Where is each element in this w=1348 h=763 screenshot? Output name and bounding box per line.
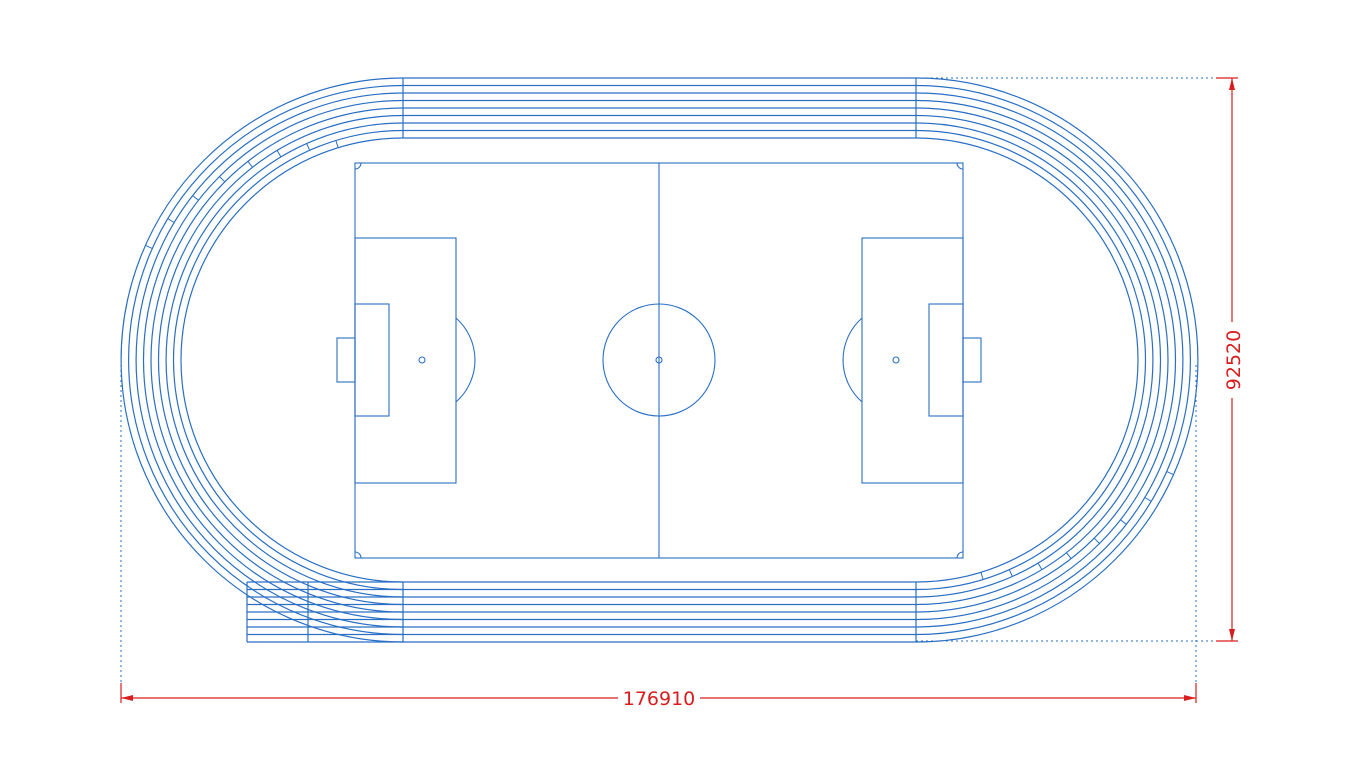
stagger-mark [192, 195, 199, 201]
stagger-mark [306, 143, 311, 151]
corner-arc-br [956, 551, 964, 559]
right-goal-area [928, 303, 964, 417]
stagger-mark [219, 176, 226, 183]
right-goal [962, 337, 982, 383]
stagger-mark [167, 218, 175, 223]
stagger-mark [1037, 562, 1043, 570]
center-circle [602, 303, 716, 417]
stagger-mark [1008, 569, 1013, 577]
stagger-mark [335, 140, 339, 148]
corner-arc-bl [354, 551, 362, 559]
stagger-mark [1066, 552, 1072, 559]
corner-arc-tr [956, 162, 964, 170]
stagger-mark [980, 572, 984, 580]
left-goal-area [354, 303, 390, 417]
center-spot [655, 356, 663, 364]
stagger-mark [247, 161, 253, 168]
stagger-mark [1120, 519, 1127, 525]
left-penalty-spot [418, 356, 426, 364]
stagger-mark [276, 150, 282, 158]
left-goal [336, 337, 356, 383]
left-penalty-arc [455, 317, 476, 403]
lane-stagger-marks [145, 140, 1174, 580]
stagger-mark [1166, 471, 1174, 476]
dimension-extension-lines [120, 77, 1232, 700]
start-lane-lines [247, 581, 403, 643]
stagger-mark [1144, 497, 1152, 502]
right-penalty-spot [892, 356, 900, 364]
length-dimension-label: 176910 [623, 688, 696, 710]
left-penalty-area [354, 237, 457, 484]
football-field [336, 162, 982, 559]
length-dimension: 176910 [120, 683, 1197, 710]
right-penalty-arc [842, 317, 863, 403]
right-penalty-area [861, 237, 964, 484]
stagger-mark [145, 244, 153, 249]
corner-arc-tl [354, 162, 362, 170]
width-dimension: 92520 [1216, 77, 1245, 642]
width-dimension-label: 92520 [1223, 330, 1245, 390]
stagger-mark [1093, 537, 1100, 544]
